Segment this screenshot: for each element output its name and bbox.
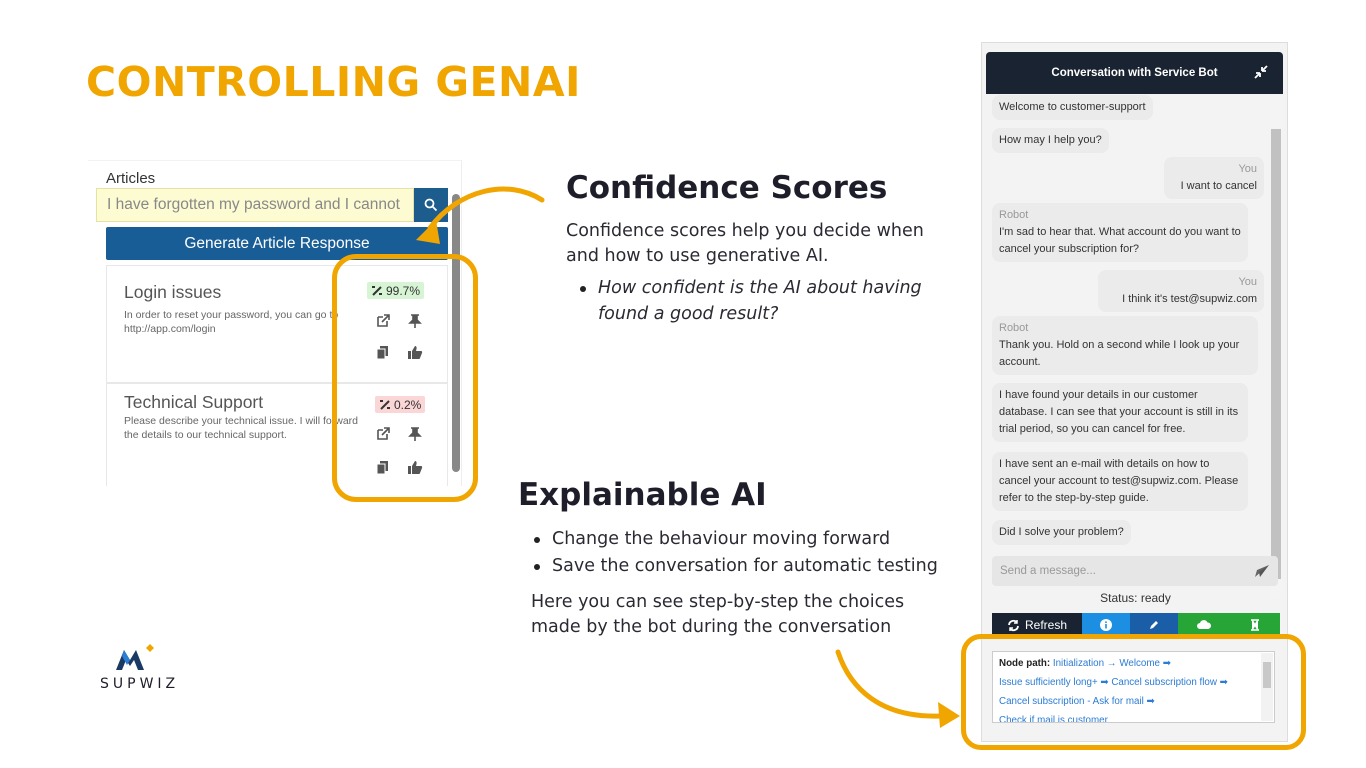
message-sender: You xyxy=(1238,276,1257,288)
article-title: Login issues xyxy=(124,282,222,302)
explainable-bullets: Change the behaviour moving forward Save… xyxy=(530,526,970,580)
explainable-bullet: Change the behaviour moving forward xyxy=(530,526,970,553)
article-body: In order to reset your password, you can… xyxy=(124,309,339,335)
search-icon xyxy=(424,198,438,212)
message-sender: Robot xyxy=(999,322,1029,334)
message-sender: Robot xyxy=(999,209,1029,221)
thumbs-up-icon[interactable] xyxy=(407,344,423,360)
message-text: I think it's test@supwiz.com xyxy=(1122,293,1257,305)
thumbs-up-icon[interactable] xyxy=(407,459,423,475)
message-sender: You xyxy=(1238,163,1257,175)
message-input[interactable]: Send a message... xyxy=(992,556,1278,586)
article-body: Please describe your technical issue. I … xyxy=(124,415,359,441)
confidence-bullets: How confident is the AI about having fou… xyxy=(576,275,936,327)
open-external-icon[interactable] xyxy=(375,313,391,329)
node-link[interactable]: Initialization → Welcome ➡ xyxy=(1052,658,1171,669)
article-card[interactable]: Login issues In order to reset your pass… xyxy=(106,265,448,383)
chat-scrollbar-thumb[interactable] xyxy=(1271,129,1281,579)
send-icon[interactable] xyxy=(1254,564,1270,578)
chat-message-bot: Did I solve your problem? xyxy=(992,520,1131,545)
message-input-placeholder: Send a message... xyxy=(1000,565,1096,577)
chat-title: Conversation with Service Bot xyxy=(1051,67,1218,79)
message-text: I'm sad to hear that. What account do yo… xyxy=(999,226,1241,255)
articles-header: Articles xyxy=(106,170,156,187)
hourglass-icon xyxy=(1251,619,1259,631)
node-link[interactable]: Issue sufficiently long+ ➡ Cancel subscr… xyxy=(999,677,1228,688)
explainable-heading: Explainable AI xyxy=(518,477,767,513)
chat-message-bot: Welcome to customer-support xyxy=(992,95,1153,120)
node-path-panel: Node path: Initialization → Welcome ➡ Is… xyxy=(992,651,1275,723)
confidence-text: Confidence scores help you decide when a… xyxy=(566,221,924,266)
message-text: I have sent an e-mail with details on ho… xyxy=(999,458,1239,504)
articles-panel: Articles I have forgotten my password an… xyxy=(88,160,462,486)
node-link[interactable]: Cancel subscription - Ask for mail ➡ xyxy=(999,696,1155,707)
score-value: 99.7% xyxy=(386,283,421,298)
chat-message-bot: I have sent an e-mail with details on ho… xyxy=(992,452,1248,511)
explainable-text: Here you can see step-by-step the choice… xyxy=(531,592,905,637)
arrow-to-search-icon xyxy=(416,186,545,244)
chat-message-user: You I think it's test@supwiz.com xyxy=(1098,270,1264,312)
chat-message-bot: How may I help you? xyxy=(992,128,1109,153)
highlight-box-scores xyxy=(332,254,478,502)
pin-icon[interactable] xyxy=(407,313,423,329)
confidence-score-badge: 99.7% xyxy=(367,282,425,299)
copy-icon[interactable] xyxy=(375,344,391,360)
highlight-box-node-path xyxy=(961,634,1306,750)
chat-header: Conversation with Service Bot xyxy=(986,52,1283,94)
explainable-bullet: Save the conversation for automatic test… xyxy=(530,553,970,580)
message-text: Welcome to customer-support xyxy=(999,101,1146,113)
search-input[interactable]: I have forgotten my password and I canno… xyxy=(96,188,414,222)
node-path-line: Node path: Initialization → Welcome ➡ xyxy=(999,654,1268,673)
message-text: Thank you. Hold on a second while I look… xyxy=(999,339,1240,368)
open-external-icon[interactable] xyxy=(375,426,391,442)
confidence-score-badge: 0.2% xyxy=(375,396,426,413)
confidence-bullet: How confident is the AI about having fou… xyxy=(576,275,936,327)
refresh-label: Refresh xyxy=(1024,618,1068,632)
article-card[interactable]: Technical Support Please describe your t… xyxy=(106,383,448,486)
minimize-icon[interactable] xyxy=(1253,64,1269,80)
magic-wand-icon xyxy=(372,285,382,296)
supwiz-logo-icon xyxy=(116,644,154,670)
chat-message-user: You I want to cancel xyxy=(1164,157,1264,199)
article-title: Technical Support xyxy=(124,392,264,412)
magic-wand-icon xyxy=(380,399,390,410)
edit-button[interactable] xyxy=(1130,613,1178,637)
pin-icon[interactable] xyxy=(407,426,423,442)
refresh-icon xyxy=(1008,619,1019,631)
status-text: Status: ready xyxy=(1100,591,1171,605)
save-cloud-button[interactable] xyxy=(1178,613,1230,637)
supwiz-logo-text: SUPWIZ xyxy=(100,676,180,692)
node-path-label: Node path: xyxy=(999,658,1051,669)
articles-scrollbar[interactable] xyxy=(452,194,460,472)
message-text: I want to cancel xyxy=(1180,180,1257,192)
timer-button[interactable] xyxy=(1230,613,1280,637)
message-text: How may I help you? xyxy=(999,134,1102,146)
arrow-to-node-path-icon xyxy=(835,649,960,728)
chat-message-bot: Robot Thank you. Hold on a second while … xyxy=(992,316,1258,375)
chat-message-bot: Robot I'm sad to hear that. What account… xyxy=(992,203,1248,262)
info-button[interactable] xyxy=(1082,613,1130,637)
refresh-button[interactable]: Refresh xyxy=(992,613,1082,637)
slide-title: CONTROLLING GENAI xyxy=(86,58,581,106)
confidence-heading: Confidence Scores xyxy=(566,170,888,206)
copy-icon[interactable] xyxy=(375,459,391,475)
message-text: I have found your details in our custome… xyxy=(999,389,1239,435)
pencil-icon xyxy=(1150,621,1158,629)
chat-message-bot: I have found your details in our custome… xyxy=(992,383,1248,442)
message-text: Did I solve your problem? xyxy=(999,526,1124,538)
info-icon xyxy=(1100,619,1112,631)
score-value: 0.2% xyxy=(394,397,422,412)
node-link[interactable]: Check if mail is customer xyxy=(999,715,1108,723)
cloud-icon xyxy=(1197,620,1211,629)
chat-toolbar: Refresh xyxy=(992,613,1280,637)
node-path-scrollbar-thumb[interactable] xyxy=(1263,662,1271,688)
search-row: I have forgotten my password and I canno… xyxy=(96,188,448,222)
chat-window: Conversation with Service Bot Welcome to… xyxy=(981,42,1288,742)
